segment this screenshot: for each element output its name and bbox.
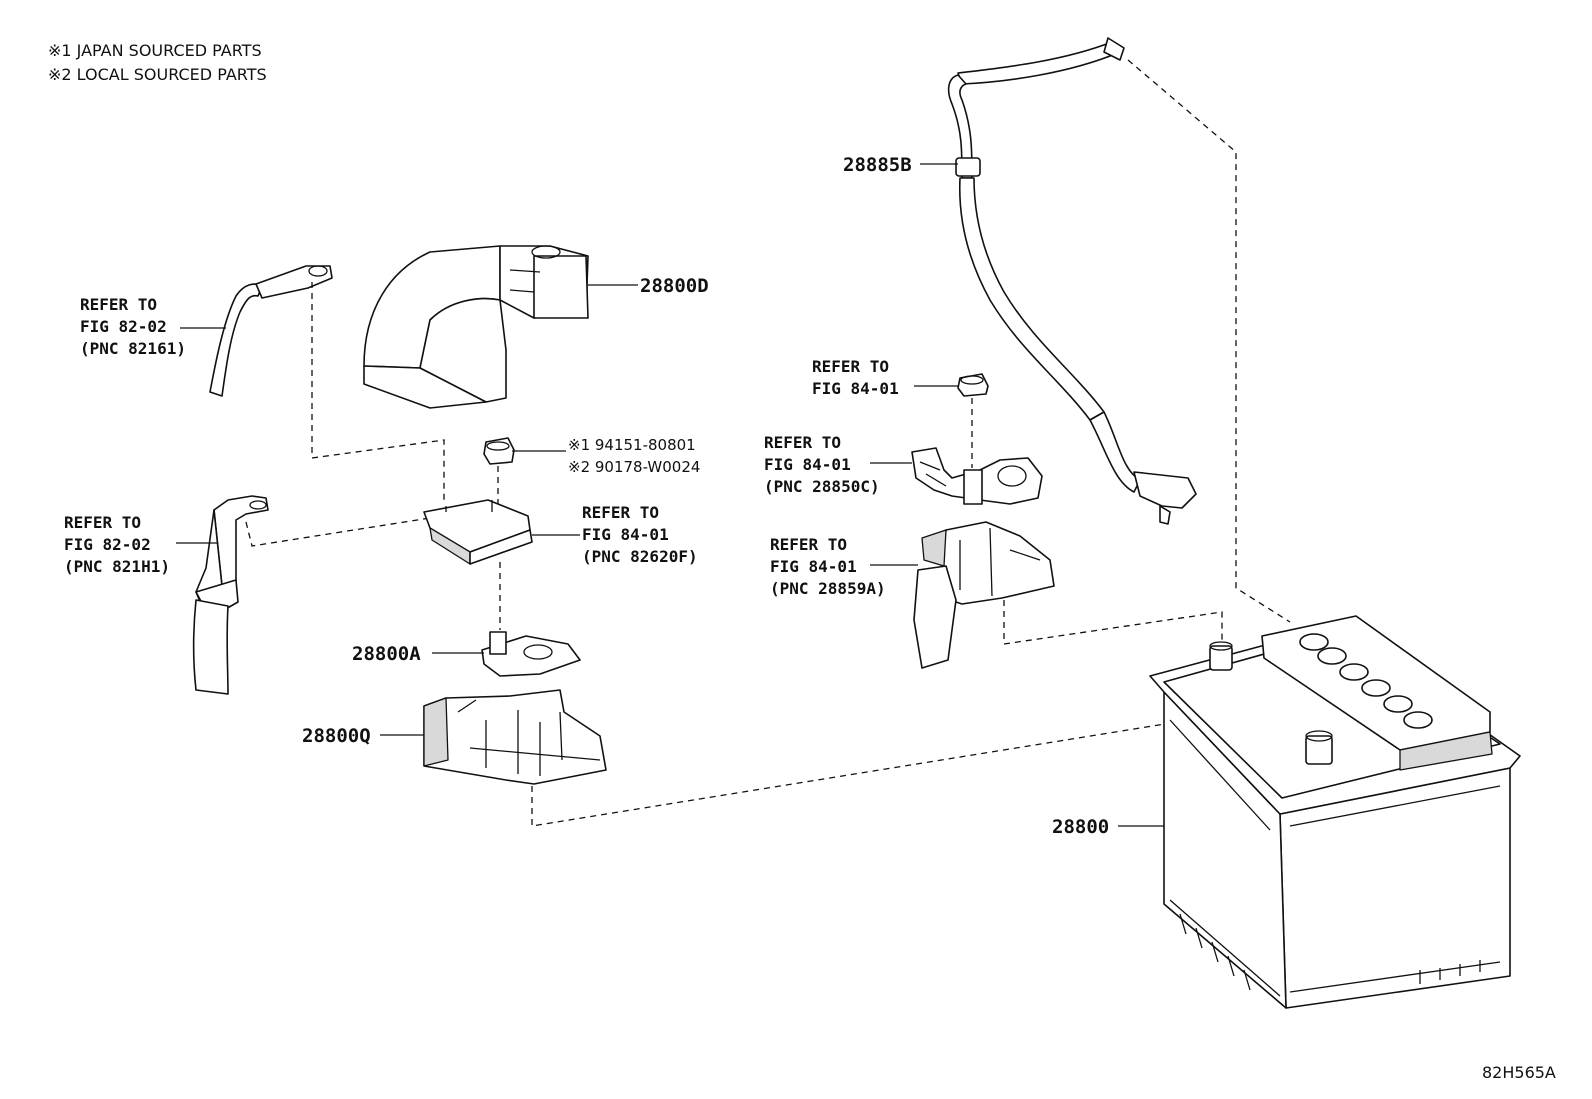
battery-28800[interactable] [1149,615,1521,1009]
bolt-code-local: ※2 90178-W0024 [568,458,700,476]
ref-82620F-line1: REFER TO [582,503,659,522]
nut-fig-84-01[interactable] [957,373,989,397]
ref-28859A-line3: (PNC 28859A) [770,579,886,598]
ref-821H1-line2: FIG 82-02 [64,535,151,554]
positive-cable-821H1[interactable] [192,495,269,695]
ref-82161-line3: (PNC 82161) [80,339,186,358]
tray-28800Q[interactable] [423,689,607,785]
ref-821H1-line1: REFER TO [64,513,141,532]
ref-82620F-line3: (PNC 82620F) [582,547,698,566]
ref-28850C-line2: FIG 84-01 [764,455,851,474]
note-japan-sourced: ※1 JAPAN SOURCED PARTS [48,41,262,60]
clamp-82620F[interactable] [423,499,533,565]
figure-code: 82H565A [1482,1063,1556,1082]
ref-821H1-line3: (PNC 821H1) [64,557,170,576]
ref-82161-line1: REFER TO [80,295,157,314]
bracket-28859A[interactable] [913,521,1055,669]
label-28800: 28800 [1052,816,1109,838]
ref-82161-line2: FIG 82-02 [80,317,167,336]
bolt-94151-80801[interactable] [483,437,515,465]
ref-28859A-line2: FIG 84-01 [770,557,857,576]
ref-nut-line1: REFER TO [812,357,889,376]
bolt-code-japan: ※1 94151-80801 [568,436,696,454]
label-28800Q: 28800Q [302,725,371,747]
ref-28850C-line1: REFER TO [764,433,841,452]
ground-cable-28885B[interactable] [947,37,1197,525]
ref-28850C-line3: (PNC 28850C) [764,477,880,496]
ref-28859A-line1: REFER TO [770,535,847,554]
positive-cable-82161[interactable] [209,265,333,397]
ref-nut-line2: FIG 84-01 [812,379,899,398]
terminal-cover-28800D[interactable] [363,245,589,409]
label-28800A: 28800A [352,643,421,665]
terminal-28800A[interactable] [481,631,581,677]
terminal-28850C[interactable] [911,447,1043,505]
ref-82620F-line2: FIG 84-01 [582,525,669,544]
label-28885B: 28885B [843,154,912,176]
label-28800D: 28800D [640,275,709,297]
note-local-sourced: ※2 LOCAL SOURCED PARTS [48,65,267,84]
